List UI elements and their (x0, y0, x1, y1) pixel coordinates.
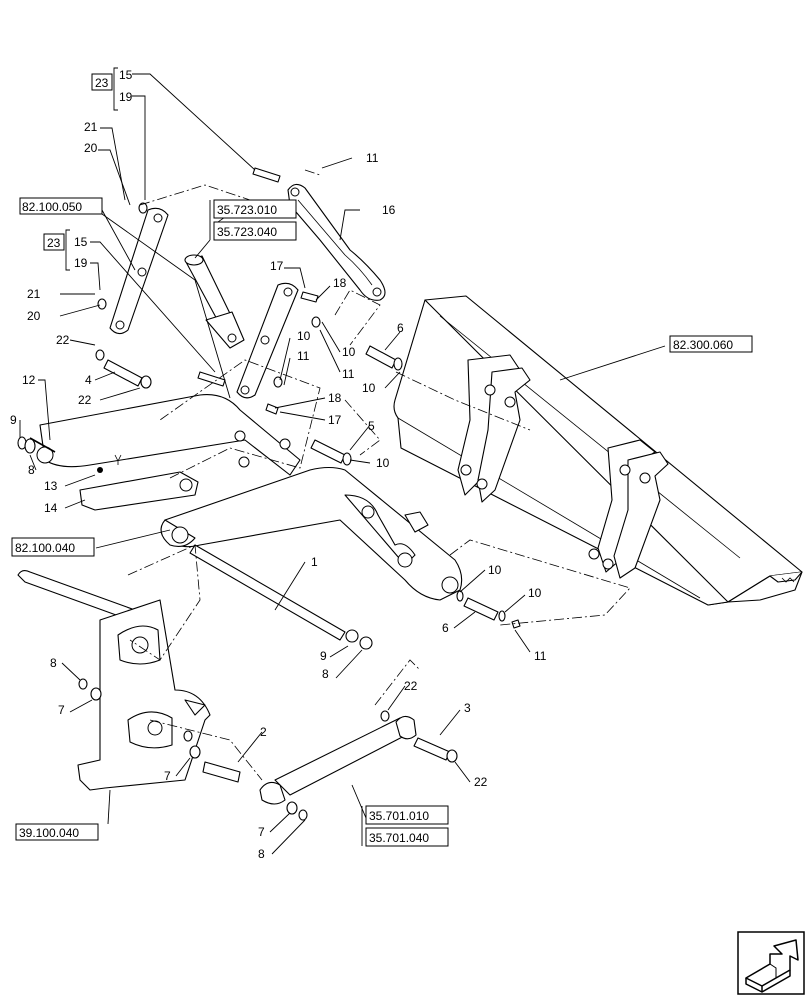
callout-22: 22 (474, 775, 488, 789)
callout-12: 12 (22, 373, 36, 387)
callout-15: 15 (119, 68, 133, 82)
callout-1: 1 (311, 555, 318, 569)
callout-10: 10 (362, 381, 376, 395)
support-stand (17, 569, 211, 791)
ref-82-300-060: 82.300.060 (673, 338, 733, 352)
callout-numbers: 15 19 21 20 11 16 15 19 21 20 17 18 10 1… (10, 68, 547, 861)
callout-6: 6 (442, 621, 449, 635)
ref-35-723-040: 35.723.040 (217, 225, 277, 239)
bracket-14 (79, 467, 199, 511)
callout-17: 17 (328, 413, 342, 427)
reference-labels: 23 82.100.050 35.723.010 35.723.040 23 8… (15, 76, 733, 845)
callout-10: 10 (376, 456, 390, 470)
callout-16: 16 (382, 203, 396, 217)
callout-9: 9 (10, 413, 17, 427)
leader-lines (19, 73, 666, 855)
callout-17: 17 (270, 259, 284, 273)
callout-22: 22 (56, 333, 70, 347)
ref-82-100-040: 82.100.040 (15, 541, 75, 555)
callout-4: 4 (85, 373, 92, 387)
pins (17, 167, 521, 821)
ref-35-723-010: 35.723.010 (217, 203, 277, 217)
ref-39-100-040: 39.100.040 (19, 826, 79, 840)
callout-19: 19 (74, 256, 88, 270)
callout-20: 20 (27, 309, 41, 323)
callout-3: 3 (464, 701, 471, 715)
callout-18: 18 (333, 276, 347, 290)
ref-35-701-010: 35.701.010 (369, 809, 429, 823)
loader-arm (36, 394, 463, 601)
callout-21: 21 (27, 287, 41, 301)
callout-6: 6 (397, 321, 404, 335)
callout-15: 15 (74, 235, 88, 249)
callout-7: 7 (58, 703, 65, 717)
callout-9: 9 (320, 649, 327, 663)
dashed-lines (127, 169, 631, 781)
callout-5: 5 (368, 419, 375, 433)
callout-20: 20 (84, 141, 98, 155)
reference-boxes (11, 67, 753, 847)
link-plates (109, 207, 299, 399)
callout-13: 13 (44, 479, 58, 493)
next-page-arrow-icon[interactable] (737, 931, 805, 995)
ref-35-701-040: 35.701.040 (369, 831, 429, 845)
ref-23-top: 23 (95, 76, 109, 90)
callout-11: 11 (534, 649, 547, 663)
callout-11: 11 (297, 349, 310, 363)
callout-8: 8 (28, 463, 35, 477)
callout-7: 7 (258, 825, 265, 839)
ref-82-100-050: 82.100.050 (22, 200, 82, 214)
callout-11: 11 (366, 151, 379, 165)
callout-10: 10 (342, 345, 356, 359)
callout-7: 7 (164, 769, 171, 783)
bucket (393, 295, 803, 606)
callout-18: 18 (328, 391, 342, 405)
lever-16 (287, 183, 386, 301)
callout-22: 22 (404, 679, 418, 693)
callout-8: 8 (50, 656, 57, 670)
callout-10: 10 (488, 563, 502, 577)
callout-8: 8 (322, 667, 329, 681)
callout-2: 2 (260, 725, 267, 739)
callout-21: 21 (84, 120, 98, 134)
callout-11: 11 (342, 367, 355, 381)
callout-22: 22 (78, 393, 92, 407)
callout-10: 10 (297, 329, 311, 343)
lift-cylinder (259, 715, 417, 805)
callout-14: 14 (44, 501, 58, 515)
callout-10: 10 (528, 586, 542, 600)
callout-8: 8 (258, 847, 265, 861)
callout-19: 19 (119, 90, 133, 104)
ref-23-mid: 23 (47, 236, 61, 250)
